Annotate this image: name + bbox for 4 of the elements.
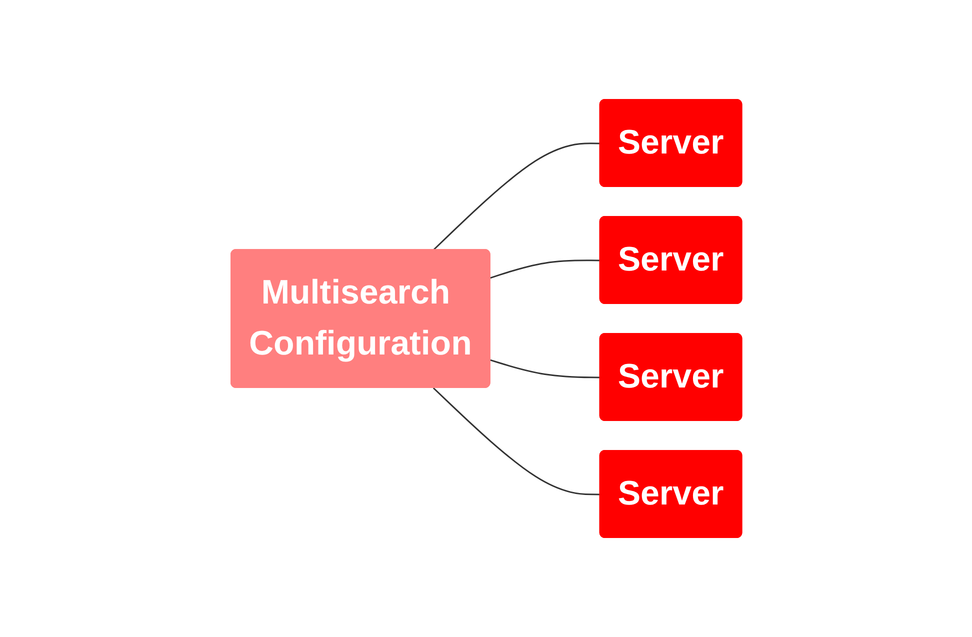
connector (490, 260, 600, 279)
connector (432, 387, 600, 496)
connector (432, 142, 600, 251)
connector (490, 359, 600, 378)
